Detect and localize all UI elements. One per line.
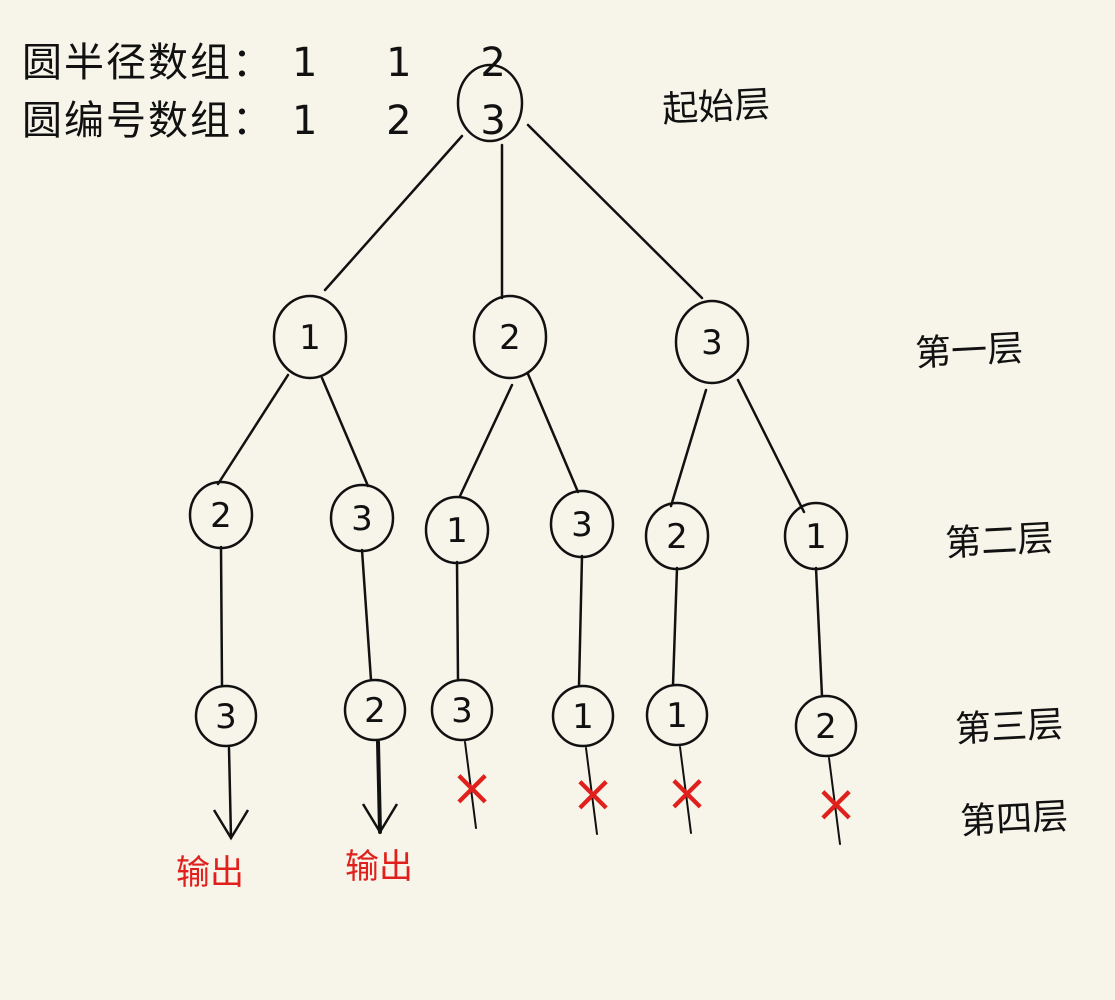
level2-node-label: 1	[446, 511, 468, 551]
level1-node-1	[272, 294, 348, 380]
pruned-x-mark: ×	[665, 763, 709, 823]
edge-l1-l2	[216, 373, 290, 486]
level3-node	[551, 684, 615, 748]
edge-l1-l2	[736, 378, 806, 514]
pruned-branch	[679, 746, 692, 834]
level3-node-label: 2	[815, 707, 837, 747]
level2-node-label: 3	[571, 505, 593, 545]
output-arrow-shaft	[376, 740, 382, 834]
edge-l1-l2	[458, 383, 514, 498]
edge-l2-l3	[219, 545, 224, 688]
root-node	[456, 63, 524, 143]
edge	[323, 134, 464, 292]
level3-node-label: 1	[572, 697, 594, 737]
edge	[526, 123, 704, 300]
pruned-x-mark: ×	[571, 764, 615, 824]
level2-node	[329, 483, 395, 553]
edge-l1-l2	[320, 376, 370, 488]
edge-l2-l3	[455, 560, 460, 682]
level1-node-3-label: 3	[701, 323, 723, 363]
edge-l2-l3	[360, 548, 373, 682]
arrow-down-icon	[361, 803, 399, 835]
level1-node-2	[472, 294, 548, 380]
pruned-branch	[585, 747, 598, 835]
level2-node-label: 2	[666, 517, 688, 557]
edge-l2-l3	[814, 566, 824, 698]
level2-node	[549, 489, 615, 559]
pruned-x-mark: ×	[450, 758, 494, 818]
edge-l2-l3	[671, 566, 679, 687]
radius-array-values: 1 1 2	[292, 40, 534, 86]
id-array-values: 1 2 3	[292, 98, 534, 144]
edge-l1-l2	[669, 388, 708, 508]
level1-node-1-label: 1	[299, 318, 321, 358]
radius-array-label: 圆半径数组：	[22, 40, 274, 86]
output-label: 输出	[345, 847, 413, 887]
pruned-x-mark: ×	[814, 774, 858, 834]
level2-node-label: 1	[805, 517, 827, 557]
pruned-branch	[464, 741, 477, 829]
edge-l1-l2	[526, 372, 580, 494]
id-array-line: 圆编号数组： 1 2 3	[22, 88, 534, 146]
level3-node-label: 3	[451, 691, 473, 731]
output-label: 输出	[176, 853, 244, 893]
level3-node	[194, 684, 258, 748]
level3-node	[343, 678, 407, 742]
level3-node	[794, 694, 858, 758]
level3-node	[430, 678, 494, 742]
level1-node-3	[674, 299, 750, 385]
pruned-branch	[828, 757, 841, 845]
level2-node	[188, 480, 254, 550]
edge-l2-l3	[577, 554, 584, 688]
level2-node	[644, 501, 710, 571]
level2-node	[783, 501, 849, 571]
level3-node-label: 1	[666, 696, 688, 736]
arrow-down-icon	[212, 809, 250, 841]
level2-node-label: 3	[351, 499, 373, 539]
level2-node-label: 2	[210, 496, 232, 536]
output-arrow-shaft	[227, 746, 233, 840]
level2-node	[424, 495, 490, 565]
level3-node	[645, 683, 709, 747]
level3-node-label: 3	[215, 697, 237, 737]
level3-node-label: 2	[364, 691, 386, 731]
id-array-label: 圆编号数组：	[22, 98, 274, 144]
level1-node-2-label: 2	[499, 318, 521, 358]
radius-array-line: 圆半径数组： 1 1 2	[22, 30, 534, 88]
